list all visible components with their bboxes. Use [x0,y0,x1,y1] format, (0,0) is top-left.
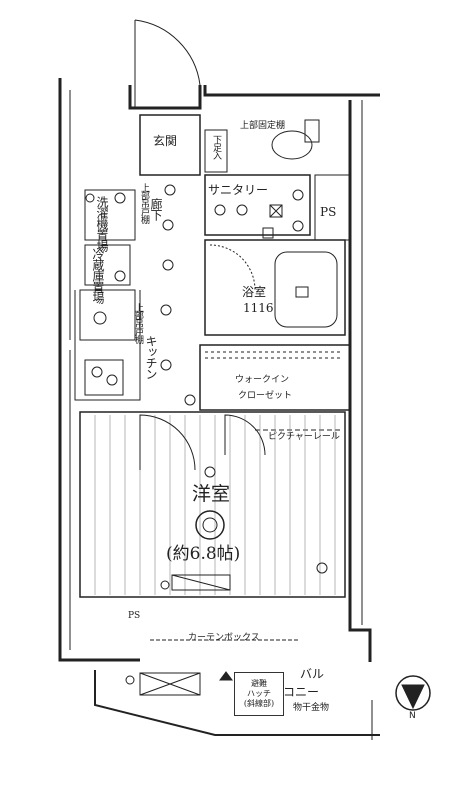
label-clothes-hanger: 物干金物 [293,703,330,713]
stove [84,359,124,396]
label-bathroom: 浴室 [242,285,267,299]
label-walk-in-2: クローゼット [238,391,293,401]
label-balcony-2: コニー [283,685,320,699]
label-ps-bottom: PS [128,611,141,621]
fridge-area [84,244,131,286]
label-laundry: 洗濯機置場 [95,196,109,251]
label-kitchen: キッチン [144,335,158,379]
label-ps-top: PS [320,205,337,219]
label-corridor-shelf: 上部吊戸棚 [139,183,149,223]
right-wall [348,100,372,662]
toilet [271,130,313,160]
label-walk-in-1: ウォークイン [235,375,290,385]
label-upper-shelf-top: 上部固定棚 [240,121,286,131]
label-shoe-storage: 下足入 [211,135,221,159]
label-curtain-box: カーテンボックス [188,633,260,643]
hatch-line-1: 避難 [251,679,267,688]
walk-in-closet [199,344,351,411]
sanitary-room [204,174,311,236]
label-western-room: 洋室 [192,483,231,505]
bathtub [274,251,338,328]
label-north: N [409,711,416,721]
western-room-outline [79,411,346,598]
top-wall [128,85,380,110]
outer-wall [58,78,140,662]
hatch-line-2: ハッチ [247,689,271,698]
label-sanitary: サニタリー [208,183,269,197]
evacuation-hatch [139,672,201,696]
kitchen-sink [79,289,136,341]
shoe-box [204,129,228,173]
label-balcony-1: バル [300,667,325,681]
laundry-area [84,189,136,241]
hatch-line-3: (斜線部) [243,699,275,708]
label-corridor: 廊下 [149,198,163,220]
bathroom-room [204,239,346,336]
evacuation-hatch-label: 避難 ハッチ (斜線部) [234,672,284,716]
label-bathroom-size: 1116 [243,301,274,315]
north-arrow [395,675,431,711]
entrance-room [139,114,201,176]
balcony-outline [94,670,380,736]
label-fridge: 冷蔵庫置場 [91,248,105,303]
entrance-door [134,19,201,108]
label-entrance: 玄関 [153,134,178,148]
ceiling-light [195,510,225,540]
label-kitchen-shelf: 上部吊戸棚 [133,303,143,343]
label-western-room-size: (約6.8帖) [166,544,241,564]
label-picture-rail: ピクチャーレール [268,432,340,442]
